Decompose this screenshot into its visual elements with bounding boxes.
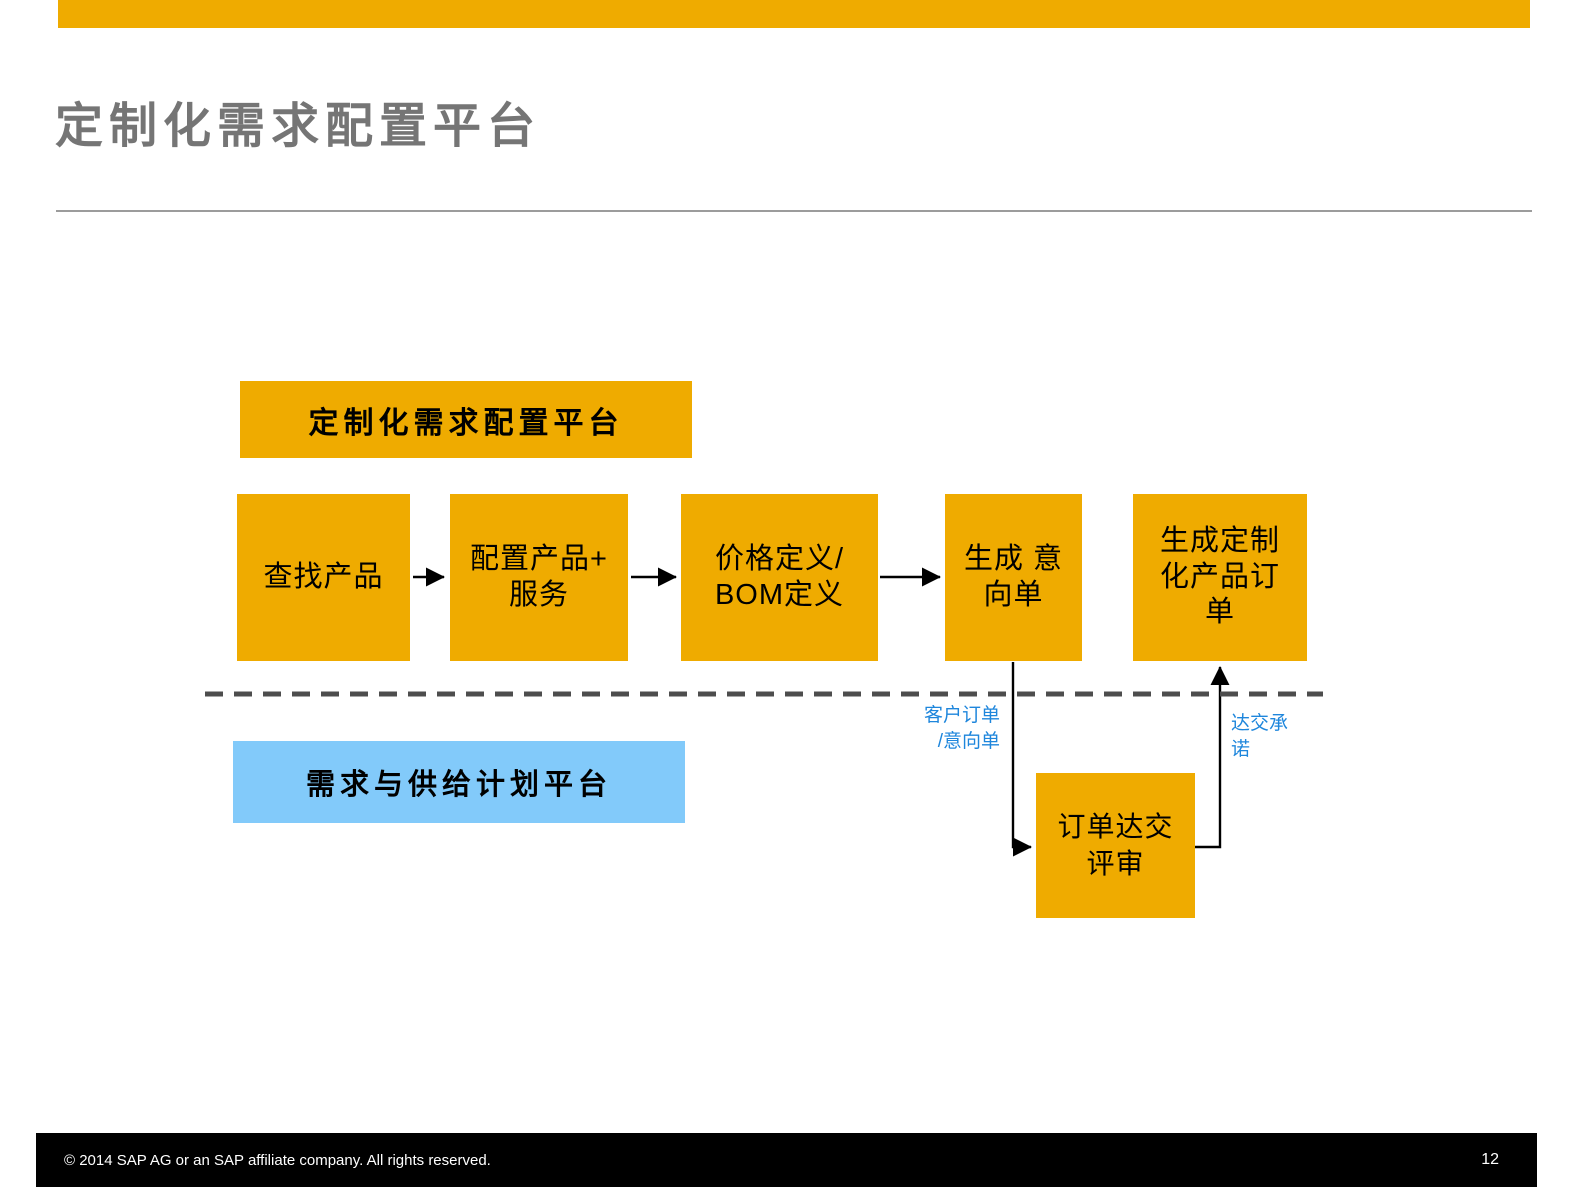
flow-box-create-intent-order: 生成 意 向单 — [945, 494, 1082, 661]
flow-box-configure-product-service: 配置产品+ 服务 — [450, 494, 628, 661]
copyright-text: © 2014 SAP AG or an SAP affiliate compan… — [64, 1151, 491, 1169]
supply-demand-platform-label: 需求与供给计划平台 — [305, 769, 612, 801]
flow-box-label: 配置产品+ 服务 — [470, 543, 608, 611]
review-box-label: 订单达交 评审 — [1057, 811, 1174, 879]
flow-box-find-product: 查找产品 — [237, 494, 410, 661]
platform-header-label: 定制化需求配置平台 — [308, 406, 624, 440]
flow-box-label: 查找产品 — [263, 560, 384, 593]
connector-label-delivery-commitment: 达交承 诺 — [1231, 713, 1289, 760]
page-title: 定制化需求配置平台 — [55, 100, 542, 153]
flow-box-create-customized-product-order: 生成定制 化产品订 单 — [1133, 494, 1307, 661]
flow-box-label: 价格定义/ BOM定义 — [714, 543, 845, 611]
arrow-intent-to-review — [1011, 662, 1032, 857]
connector-label-customer-order-intent: 客户订单 /意向单 — [923, 705, 1000, 752]
order-fulfillment-review-box: 订单达交 评审 — [1036, 773, 1195, 918]
flow-box-price-bom-definition: 价格定义/ BOM定义 — [681, 494, 878, 661]
title-divider-line — [56, 210, 1532, 212]
top-accent-bar — [58, 0, 1530, 28]
flow-box-label: 生成 意 向单 — [963, 543, 1064, 611]
platform-header-box: 定制化需求配置平台 — [240, 381, 692, 458]
footer-bar: © 2014 SAP AG or an SAP affiliate compan… — [36, 1133, 1537, 1187]
arrow-review-to-customized-order — [1195, 666, 1230, 849]
flow-box-label: 生成定制 化产品订 单 — [1159, 525, 1280, 629]
supply-demand-platform-box: 需求与供给计划平台 — [233, 741, 685, 823]
page-number: 12 — [1481, 1151, 1499, 1168]
